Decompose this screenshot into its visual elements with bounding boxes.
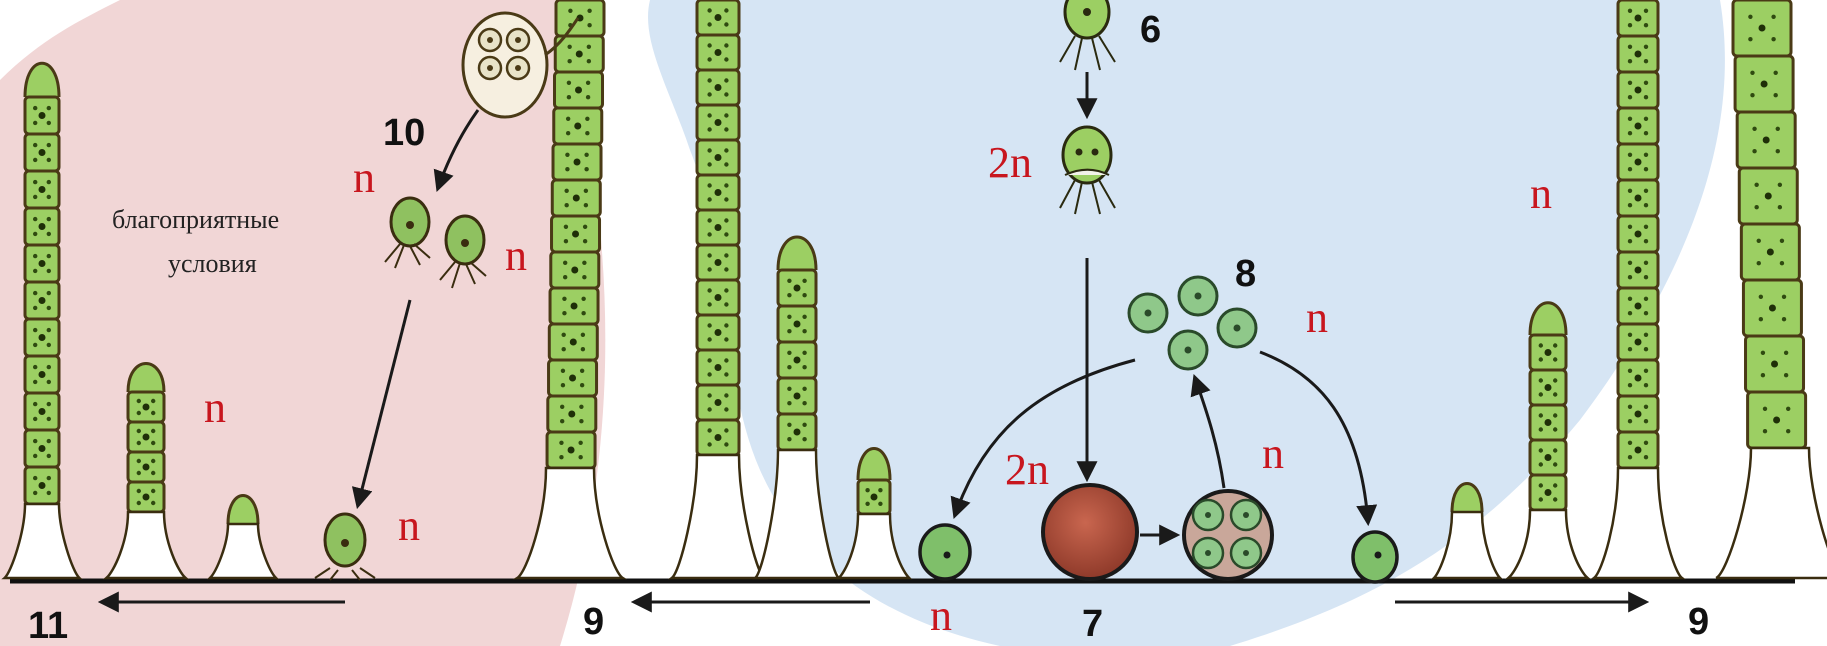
ploidy-label: n xyxy=(1306,293,1328,342)
germinating-zygospore xyxy=(1184,491,1272,579)
ulothrix-filament xyxy=(1716,0,1827,578)
settled-spore-right xyxy=(1353,532,1397,582)
stage-number-7: 7 xyxy=(1082,603,1103,645)
stage-number-9-left: 9 xyxy=(583,601,604,643)
conditions-caption-line1: благоприятные xyxy=(112,205,279,234)
stage-number-10: 10 xyxy=(383,112,425,154)
rhizoid xyxy=(672,455,764,578)
stage-number-9-right: 9 xyxy=(1688,601,1709,643)
ploidy-label: n xyxy=(1262,429,1284,478)
rhizoid xyxy=(1594,468,1682,578)
stage-number-11: 11 xyxy=(28,605,68,646)
ploidy-label: n xyxy=(930,591,952,640)
stage-number-6: 6 xyxy=(1140,9,1161,51)
ploidy-label: n xyxy=(353,153,375,202)
rhizoid xyxy=(1508,510,1587,578)
stage-number-8: 8 xyxy=(1235,253,1256,295)
ploidy-label-diploid: 2n xyxy=(988,138,1032,187)
ploidy-label: n xyxy=(1530,169,1552,218)
zygospore xyxy=(1043,485,1137,579)
ploidy-label-diploid: 2n xyxy=(1005,445,1049,494)
conditions-caption-line2: условия xyxy=(168,249,257,278)
ploidy-label: n xyxy=(204,383,226,432)
ploidy-label: n xyxy=(505,231,527,280)
rhizoid xyxy=(1716,448,1827,578)
settled-spore-left xyxy=(920,525,970,579)
ploidy-label: n xyxy=(398,501,420,550)
